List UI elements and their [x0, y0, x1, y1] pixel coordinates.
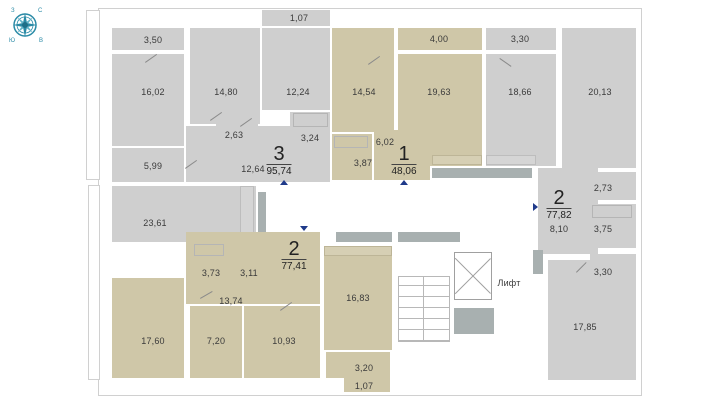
apt3-balcony-3-50[interactable]: [112, 28, 184, 50]
apt2b-kitchen-strip: [324, 246, 392, 256]
area-label: 23,61: [143, 218, 167, 228]
apt3-bathtub: [293, 113, 328, 127]
apt2r-kitchen-strip: [486, 155, 536, 165]
vent-block-1: [258, 192, 266, 232]
apt2r-room-17-85[interactable]: [548, 260, 636, 380]
vent-block-4: [432, 168, 532, 178]
staircase-divider: [423, 276, 424, 342]
compass-north: С: [38, 8, 43, 14]
area-label: 8,10: [549, 224, 569, 234]
apt1-badge[interactable]: 1 48,06: [391, 143, 417, 177]
apt3-room-12-24[interactable]: [262, 28, 330, 110]
left-balcony-wall: [86, 10, 100, 180]
area-label: 3,30: [510, 34, 530, 44]
apt2b-badge[interactable]: 2 77,41: [281, 238, 307, 272]
apt1-hall-6-02[interactable]: [374, 130, 430, 180]
vent-block-3: [398, 232, 460, 242]
apt3-hall-12-64[interactable]: [186, 126, 330, 182]
area-label: 20,13: [588, 87, 612, 97]
apt1-bathtub: [334, 136, 368, 148]
area-label: 1,07: [354, 381, 374, 391]
studio-kitchen-strip: [240, 186, 254, 238]
area-label: 2,63: [224, 130, 244, 140]
apt1-kitchen-strip: [432, 155, 482, 165]
area-label: 12,24: [286, 87, 310, 97]
area-label: 17,60: [141, 336, 165, 346]
area-label: 3,30: [593, 267, 613, 277]
area-label: 1,07: [289, 13, 309, 23]
area-label: 3,87: [353, 158, 373, 168]
area-label: 3,50: [143, 35, 163, 45]
area-label: 3,20: [354, 363, 374, 373]
apt2r-balcony-3-30[interactable]: [486, 28, 556, 50]
apt1-balcony-4-00[interactable]: [398, 28, 482, 50]
apt3-room-16-02[interactable]: [112, 54, 184, 146]
area-label: 16,83: [346, 293, 370, 303]
apt2r-entry-marker-icon[interactable]: [533, 203, 538, 211]
apt2b-hall-3-20[interactable]: [326, 352, 390, 378]
apt2r-room-18-66[interactable]: [486, 54, 556, 166]
apt3-badge[interactable]: 3 95,74: [266, 143, 292, 177]
compass: З С Ю В: [4, 4, 44, 44]
area-label: 7,20: [206, 336, 226, 346]
staircase: [398, 276, 450, 342]
apt1-room-14-54[interactable]: [332, 28, 394, 132]
area-label: 16,02: [141, 87, 165, 97]
apt2r-hall-8-10[interactable]: [538, 168, 598, 254]
area-label: 18,66: [508, 87, 532, 97]
compass-east: В: [39, 38, 44, 44]
apt3-entry-marker-icon[interactable]: [280, 180, 288, 185]
apt1-bath-3-87[interactable]: [332, 134, 372, 180]
vent-block-5: [533, 250, 543, 274]
apt2r-room-20-13[interactable]: [562, 28, 636, 168]
lift-shaft: [454, 252, 492, 300]
area-label: 3,75: [593, 224, 613, 234]
apt2b-room-10-93[interactable]: [244, 306, 320, 378]
apt3-balcony-1-07[interactable]: [262, 10, 330, 26]
compass-west: З: [11, 8, 15, 14]
lift-label: Лифт: [497, 278, 521, 288]
area-label: 14,80: [214, 87, 238, 97]
area-label: 17,85: [573, 322, 597, 332]
area-label: 4,00: [429, 34, 449, 44]
apt2b-kitchen-16-83[interactable]: [324, 246, 392, 350]
apt2r-bathtub: [592, 205, 632, 218]
area-label: 12,64: [241, 164, 265, 174]
apt2b-bathtub: [194, 244, 224, 256]
compass-rose-icon: [13, 13, 37, 37]
area-label: 6,02: [375, 137, 395, 147]
area-label: 10,93: [272, 336, 296, 346]
area-label: 3,24: [300, 133, 320, 143]
area-label: 5,99: [143, 161, 163, 171]
apt1-entry-marker-icon[interactable]: [400, 180, 408, 185]
apt2r-bath-3-75[interactable]: [590, 204, 636, 248]
apt2b-entry-marker-icon[interactable]: [300, 226, 308, 231]
apt2b-room-7-20[interactable]: [190, 306, 242, 378]
compass-south: Ю: [9, 38, 16, 44]
area-label: 19,63: [427, 87, 451, 97]
apt2b-room-17-60[interactable]: [112, 278, 184, 378]
apt3-room-14-80[interactable]: [190, 28, 260, 124]
vent-block-6: [454, 308, 494, 334]
apt2r-badge[interactable]: 2 77,82: [546, 187, 572, 221]
vent-block-2: [336, 232, 392, 242]
apt3-room-5-99[interactable]: [112, 148, 184, 182]
apt2r-wc-2-73[interactable]: [590, 172, 636, 200]
area-label: 3,11: [240, 268, 258, 278]
left-balcony-wall-lower: [88, 185, 100, 380]
area-label: 13,74: [219, 296, 243, 306]
area-label: 14,54: [352, 87, 376, 97]
apt2b-balcony-1-07[interactable]: [344, 378, 390, 392]
area-label: 3,73: [201, 268, 221, 278]
area-label: 2,73: [593, 183, 613, 193]
